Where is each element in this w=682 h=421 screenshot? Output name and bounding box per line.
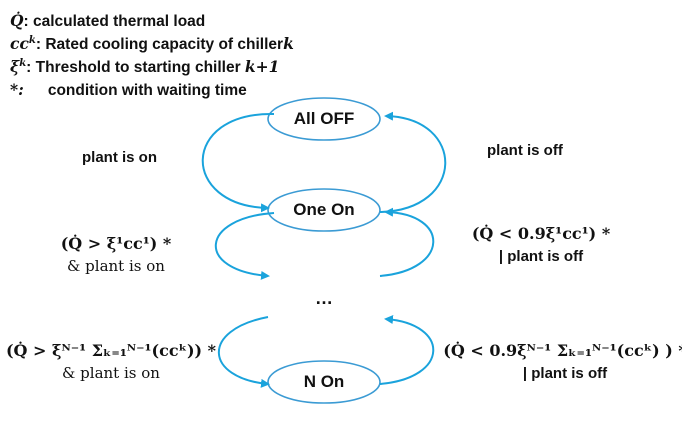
state-ellipsis: …	[315, 288, 333, 308]
star-description: condition with waiting time	[47, 82, 247, 99]
transition-non-to-prev-arrow	[379, 315, 435, 385]
condition-down-n: (Q̇ < 0.9ξᴺ⁻¹ Σₖ₌₁ᴺ⁻¹(ccᵏ) ) * | plant i…	[443, 339, 682, 384]
condition-down-first-math: (Q̇ < 0.9ξ¹cc¹) *	[471, 224, 611, 243]
transition-next-to-oneon-arrow	[379, 207, 435, 277]
transition-prev-to-non-arrow	[217, 316, 270, 388]
condition-down-first: (Q̇ < 0.9ξ¹cc¹) * | plant is off	[472, 222, 610, 267]
condition-up-first: (Q̇ > ξ¹cc¹) * & plant is on	[61, 232, 172, 277]
xi-description: : Threshold to starting chiller	[26, 59, 245, 76]
legend-waiting-time: *: condition with waiting time	[10, 79, 294, 102]
qdot-description: : calculated thermal load	[23, 13, 206, 30]
transition-oneon-to-next-arrow	[214, 212, 275, 280]
condition-down-n-sub: | plant is off	[522, 365, 608, 382]
xi-superscript: k	[19, 57, 27, 69]
state-n-on-label: N On	[303, 372, 345, 391]
cc-symbol: cc	[10, 34, 29, 53]
cc-k: k	[283, 34, 294, 53]
condition-down-n-math: (Q̇ < 0.9ξᴺ⁻¹ Σₖ₌₁ᴺ⁻¹(ccᵏ) ) *	[443, 341, 682, 360]
transition-alloff-to-oneon-arrow	[201, 112, 275, 213]
qdot-symbol: Q̇	[10, 11, 24, 30]
state-all-off-label: All OFF	[293, 109, 355, 128]
legend: Q̇: calculated thermal load cck: Rated c…	[10, 10, 294, 102]
legend-threshold: ξk: Threshold to starting chiller k+1	[10, 56, 294, 79]
condition-up-n-math: (Q̇ > ξᴺ⁻¹ Σₖ₌₁ᴺ⁻¹(ccᵏ)) *	[5, 341, 217, 360]
condition-up-n-sub: & plant is on	[62, 364, 160, 382]
edge-label-plant-off: plant is off	[487, 142, 563, 159]
star-symbol: *:	[10, 80, 24, 99]
xi-symbol: ξ	[10, 57, 20, 76]
legend-thermal-load: Q̇: calculated thermal load	[10, 10, 294, 33]
edge-label-plant-on: plant is on	[82, 149, 157, 166]
condition-down-first-sub: | plant is off	[498, 248, 584, 265]
condition-up-first-sub: & plant is on	[67, 257, 165, 275]
xi-next-chiller: k+1	[244, 57, 280, 76]
state-one-on-label: One On	[293, 200, 355, 219]
condition-up-n: (Q̇ > ξᴺ⁻¹ Σₖ₌₁ᴺ⁻¹(ccᵏ)) * & plant is on	[6, 339, 216, 384]
state-all-off-node	[267, 97, 381, 141]
legend-cooling-capacity: cck: Rated cooling capacity of chillerk	[10, 33, 294, 56]
transition-oneon-to-alloff-arrow	[379, 111, 447, 213]
condition-up-first-math: (Q̇ > ξ¹cc¹) *	[60, 234, 172, 253]
cc-superscript: k	[28, 34, 36, 46]
cc-description: : Rated cooling capacity of chiller	[35, 36, 284, 53]
